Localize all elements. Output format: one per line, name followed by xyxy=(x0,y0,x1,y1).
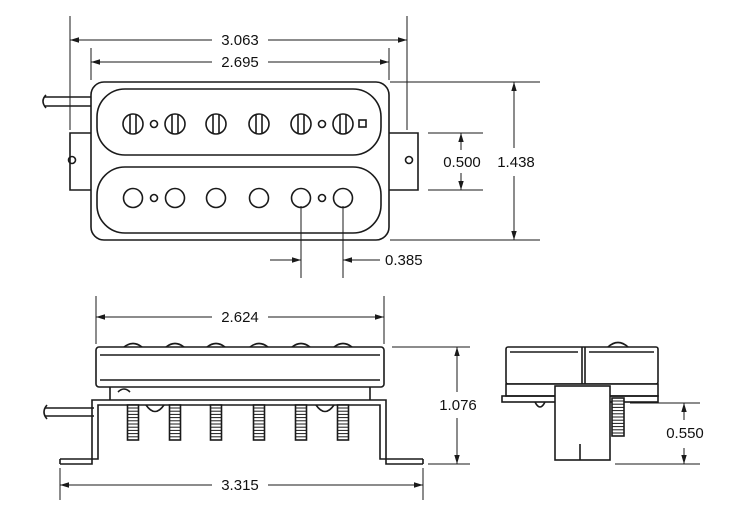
dimension-0500: 0.500 xyxy=(428,132,483,191)
lead-wire xyxy=(42,94,95,109)
dimension-label: 2.624 xyxy=(221,309,259,326)
screw-pole xyxy=(290,113,312,135)
bobbin-top xyxy=(96,88,382,156)
dimension-label: 0.500 xyxy=(443,154,481,171)
screw-pole xyxy=(248,113,270,135)
mounting-plate xyxy=(69,132,419,191)
front-view: 2.624 1.076 3.315 xyxy=(43,296,477,500)
screw-pole xyxy=(205,113,227,135)
screw-pole xyxy=(332,113,354,135)
dimension-label: 2.695 xyxy=(221,54,259,71)
top-view: 3.063 2.695 0.500 1.438 xyxy=(42,16,540,278)
dimension-1076: 1.076 xyxy=(392,346,477,465)
slug-pole xyxy=(205,187,227,209)
screw-pole-row xyxy=(122,113,367,135)
dimension-0385: 0.385 xyxy=(270,206,423,278)
slug-pole xyxy=(122,187,144,209)
magnet-block xyxy=(554,385,611,461)
mounting-hole-right xyxy=(404,155,414,165)
threaded-screw xyxy=(336,404,350,441)
threaded-screw xyxy=(611,397,625,437)
lead-wire-front xyxy=(43,404,94,420)
dimension-3315: 3.315 xyxy=(59,468,424,500)
threaded-screw xyxy=(294,404,308,441)
side-view: 0.550 xyxy=(501,341,704,465)
dimension-label: 1.076 xyxy=(439,397,477,414)
screw-pole xyxy=(164,113,186,135)
dimension-label: 3.063 xyxy=(221,32,259,49)
baseplate-front xyxy=(59,399,424,465)
dimension-3063: 3.063 xyxy=(69,16,408,130)
threaded-screw xyxy=(168,404,182,441)
screw-pole xyxy=(122,113,144,135)
dimension-0550: 0.550 xyxy=(615,402,704,465)
dimension-label: 3.315 xyxy=(221,477,259,494)
threaded-screw xyxy=(252,404,266,441)
dimension-2624: 2.624 xyxy=(95,296,385,344)
threaded-screws xyxy=(126,404,350,441)
dimension-label: 0.385 xyxy=(385,252,423,269)
dimension-2695: 2.695 xyxy=(90,48,390,80)
slug-pole xyxy=(248,187,270,209)
threaded-screw xyxy=(126,404,140,441)
dimension-1438: 1.438 xyxy=(390,81,540,241)
pole-tops xyxy=(123,342,353,348)
bobbin-bottom xyxy=(96,166,382,234)
mounting-hole-left xyxy=(67,155,77,165)
pickup-cover-front xyxy=(95,346,385,388)
dimension-label: 1.438 xyxy=(497,154,535,171)
threaded-screw-side xyxy=(611,397,625,437)
slug-pole xyxy=(164,187,186,209)
threaded-screw xyxy=(209,404,223,441)
dimension-label: 0.550 xyxy=(666,425,704,442)
